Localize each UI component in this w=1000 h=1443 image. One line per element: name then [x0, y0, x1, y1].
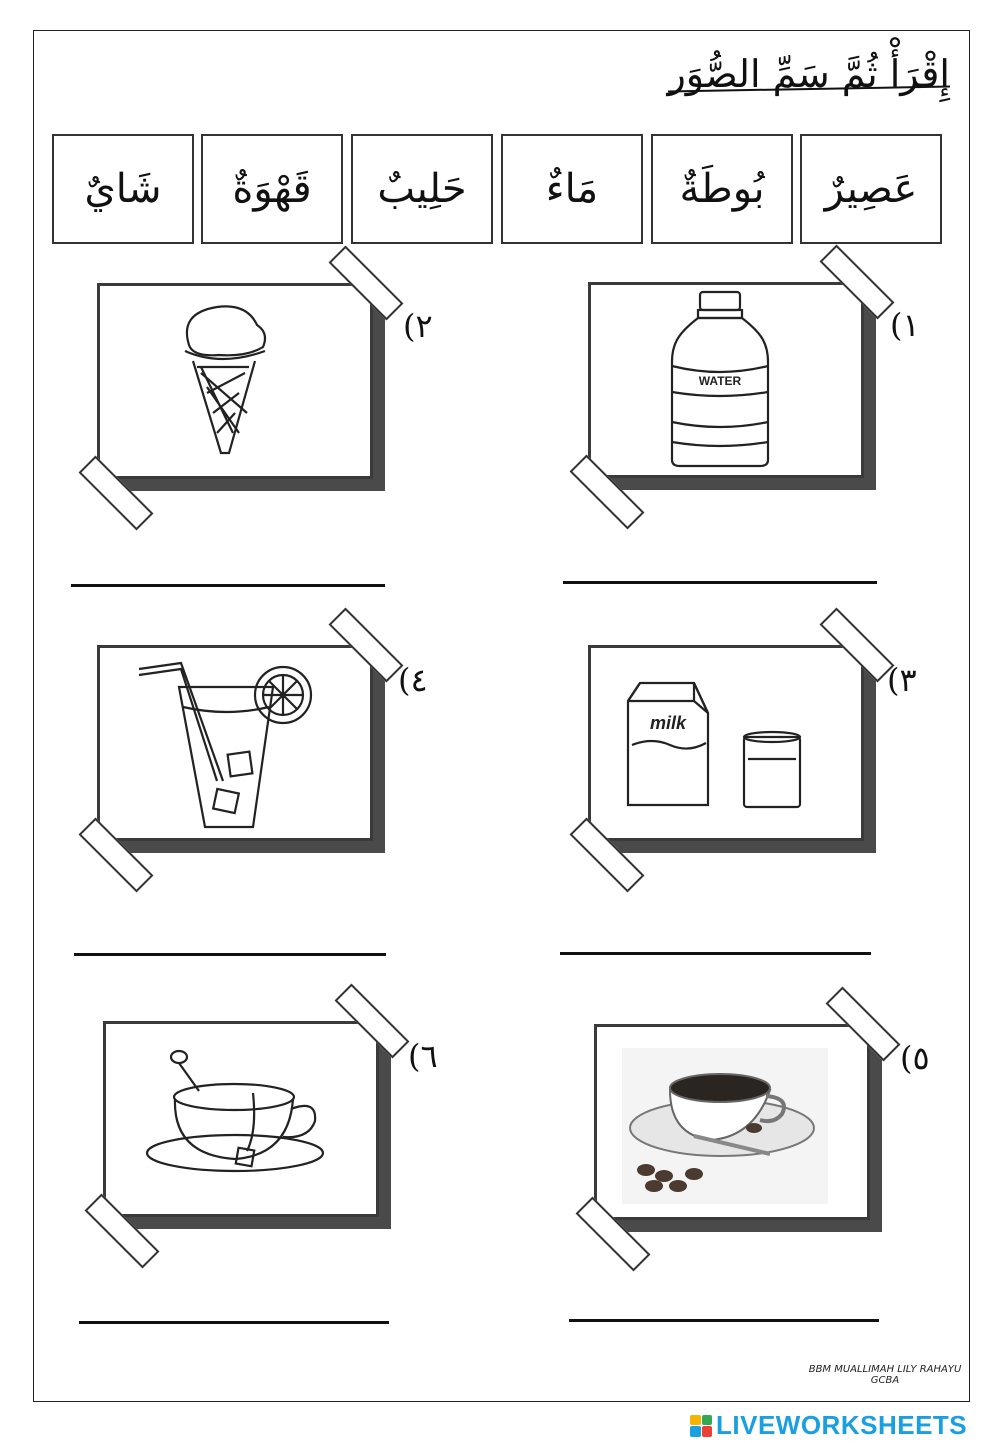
item-number-4: ٤): [398, 661, 428, 699]
item-number-3: ٣): [887, 661, 917, 699]
liveworksheets-logo-icon: [690, 1414, 712, 1437]
worksheet-border: [33, 30, 970, 1402]
credit-text: BBM MUALLIMAH LILY RAHAYU GCBA: [808, 1364, 962, 1386]
item-number-2: ٢): [403, 307, 433, 345]
item-number-5: ٥): [900, 1039, 930, 1077]
word-bank-item[interactable]: مَاءٌ: [501, 134, 643, 244]
answer-line-5[interactable]: [569, 1319, 879, 1322]
picture-card-3: milk: [569, 607, 895, 893]
answer-line-2[interactable]: [71, 584, 385, 587]
milk-label: milk: [650, 713, 687, 733]
word-bank-item[interactable]: شَايٌ: [52, 134, 194, 244]
worksheet-title: إِقْرَأْ ثُمَّ سَمِّ الصُّوَر: [667, 52, 950, 96]
milk-icon: milk: [626, 681, 802, 809]
tea-cup-icon: [145, 1049, 325, 1173]
coffee-cup-icon: [622, 1048, 828, 1204]
juice-icon: [138, 661, 313, 829]
item-number-1: ١): [890, 306, 920, 344]
word-bank-item[interactable]: عَصِيرٌ: [800, 134, 942, 244]
word-bank-item[interactable]: حَلِيبٌ: [351, 134, 493, 244]
answer-line-1[interactable]: [563, 581, 877, 584]
picture-card-6: [84, 983, 410, 1269]
picture-card-4: [78, 607, 404, 893]
brand-name: LIVEWORKSHEETS: [716, 1410, 968, 1440]
ice-cream-icon: [184, 305, 267, 455]
answer-line-6[interactable]: [79, 1321, 389, 1324]
word-bank-item[interactable]: بُوطَةٌ: [651, 134, 793, 244]
item-number-6: ٦): [408, 1037, 438, 1075]
picture-card-1: WATER: [569, 244, 895, 530]
water-bottle-icon: WATER: [670, 290, 770, 468]
answer-line-3[interactable]: [560, 952, 871, 955]
picture-card-2: [78, 245, 404, 531]
word-bank-item[interactable]: قَهْوَةٌ: [201, 134, 343, 244]
answer-line-4[interactable]: [74, 953, 386, 956]
liveworksheets-brand[interactable]: LIVEWORKSHEETS: [690, 1410, 967, 1441]
water-label: WATER: [699, 374, 742, 388]
picture-card-5: [575, 986, 901, 1272]
